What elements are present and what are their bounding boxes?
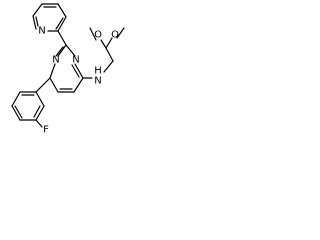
atom-label-methoxy-o-left: O (94, 30, 102, 41)
bond (57, 30, 67, 46)
bond (55, 17, 64, 30)
bond (55, 46, 64, 57)
pyrimidine-ring (49, 44, 84, 93)
bond (73, 77, 84, 93)
bond (11, 105, 21, 121)
bond (35, 105, 45, 121)
bond (32, 15, 37, 30)
bond (49, 63, 56, 79)
bond (35, 77, 51, 93)
bond (49, 77, 59, 93)
bond (33, 105, 41, 118)
atom-label-amine-h: H (94, 66, 102, 77)
bond (35, 16, 39, 27)
bond (116, 27, 125, 39)
bond (35, 91, 45, 107)
atom-label-fluorine: F (43, 125, 49, 136)
bond (105, 37, 113, 49)
bond (89, 27, 97, 41)
bond (71, 64, 80, 78)
amine-chain (82, 27, 125, 79)
bond (100, 39, 107, 49)
atom-label-amine-n: N (94, 76, 101, 87)
atom-label-methoxy-o-right: O (111, 30, 119, 41)
bond (65, 44, 76, 57)
bond (57, 16, 67, 32)
chemical-structure-diagram: N N N H N O O F (11, 3, 125, 136)
bond (32, 3, 43, 17)
atom-label-pyridine-n: N (38, 26, 45, 37)
atom-label-pyrimidine-n-left: N (52, 55, 59, 66)
bond (74, 63, 84, 79)
atom-label-pyrimidine-n-right: N (72, 55, 79, 66)
bond (57, 3, 67, 18)
bond (105, 47, 114, 62)
pyridine-ring (32, 3, 67, 32)
bond (103, 60, 114, 73)
bond (11, 91, 21, 107)
bond (35, 119, 43, 128)
fluorophenyl-ring (11, 91, 45, 128)
bond (57, 44, 67, 57)
bond (14, 105, 23, 119)
